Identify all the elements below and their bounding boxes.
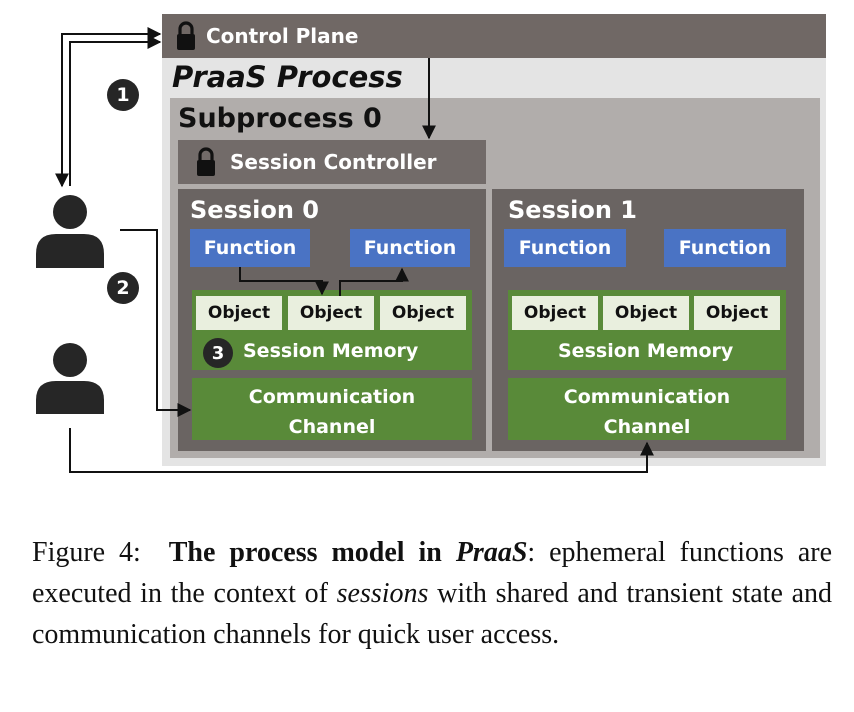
caption-italic: sessions — [336, 578, 429, 609]
user-icon — [34, 192, 106, 268]
session-1-object-3: Object — [694, 296, 780, 330]
session-0-function-1: Function — [190, 229, 310, 267]
lock-icon — [196, 147, 216, 177]
session-0-channel-box: Communication Channel — [192, 378, 472, 440]
arrow-object-to-function — [339, 267, 409, 296]
arrow-user-to-control-plane — [55, 27, 162, 188]
arrow-user-to-session-1-channel — [69, 428, 654, 473]
session-1-channel-line2: Channel — [603, 416, 691, 438]
session-1-memory-label: Session Memory — [558, 340, 734, 362]
session-0-object-1: Object — [196, 296, 282, 330]
caption-bold: The process model in — [168, 537, 442, 568]
arrow-user-to-control-plane-inner — [69, 35, 162, 186]
caption-prefix: Figure 4: — [32, 537, 141, 568]
session-1-object-2: Object — [603, 296, 689, 330]
session-0-object-2: Object — [288, 296, 374, 330]
marker-3: 3 — [203, 338, 233, 368]
session-0-channel-line1: Communication — [248, 386, 416, 408]
session-0-function-2: Function — [350, 229, 470, 267]
session-1-channel-box: Communication Channel — [508, 378, 786, 440]
user-icon — [34, 340, 106, 414]
lock-icon — [176, 21, 196, 51]
control-plane-box — [162, 14, 826, 58]
session-1-channel-line1: Communication — [563, 386, 731, 408]
arrow-user-to-session-0-channel — [120, 229, 192, 417]
session-0-memory-label: Session Memory — [243, 340, 419, 362]
session-0-label: Session 0 — [190, 196, 319, 224]
arrow-function-to-object — [239, 267, 329, 296]
caption-text-2: with shared and transient state and comm… — [32, 578, 833, 650]
session-1-object-1: Object — [512, 296, 598, 330]
session-0-channel-line2: Channel — [288, 416, 376, 438]
session-controller-box — [178, 140, 486, 184]
control-plane-label: Control Plane — [206, 24, 359, 48]
marker-2: 2 — [107, 272, 139, 304]
session-1-function-2: Function — [664, 229, 786, 267]
session-0-object-3: Object — [380, 296, 466, 330]
figure-caption: Figure 4: The process model in PraaS: ep… — [32, 532, 832, 655]
subprocess-label: Subprocess 0 — [178, 103, 382, 134]
session-1-function-1: Function — [504, 229, 626, 267]
caption-text-1: : ephemeral functions are executed in th… — [32, 537, 833, 609]
process-label: PraaS Process — [172, 60, 403, 94]
session-1-label: Session 1 — [508, 196, 637, 224]
caption-bold-italic: PraaS — [455, 537, 528, 568]
session-controller-label: Session Controller — [230, 150, 437, 174]
